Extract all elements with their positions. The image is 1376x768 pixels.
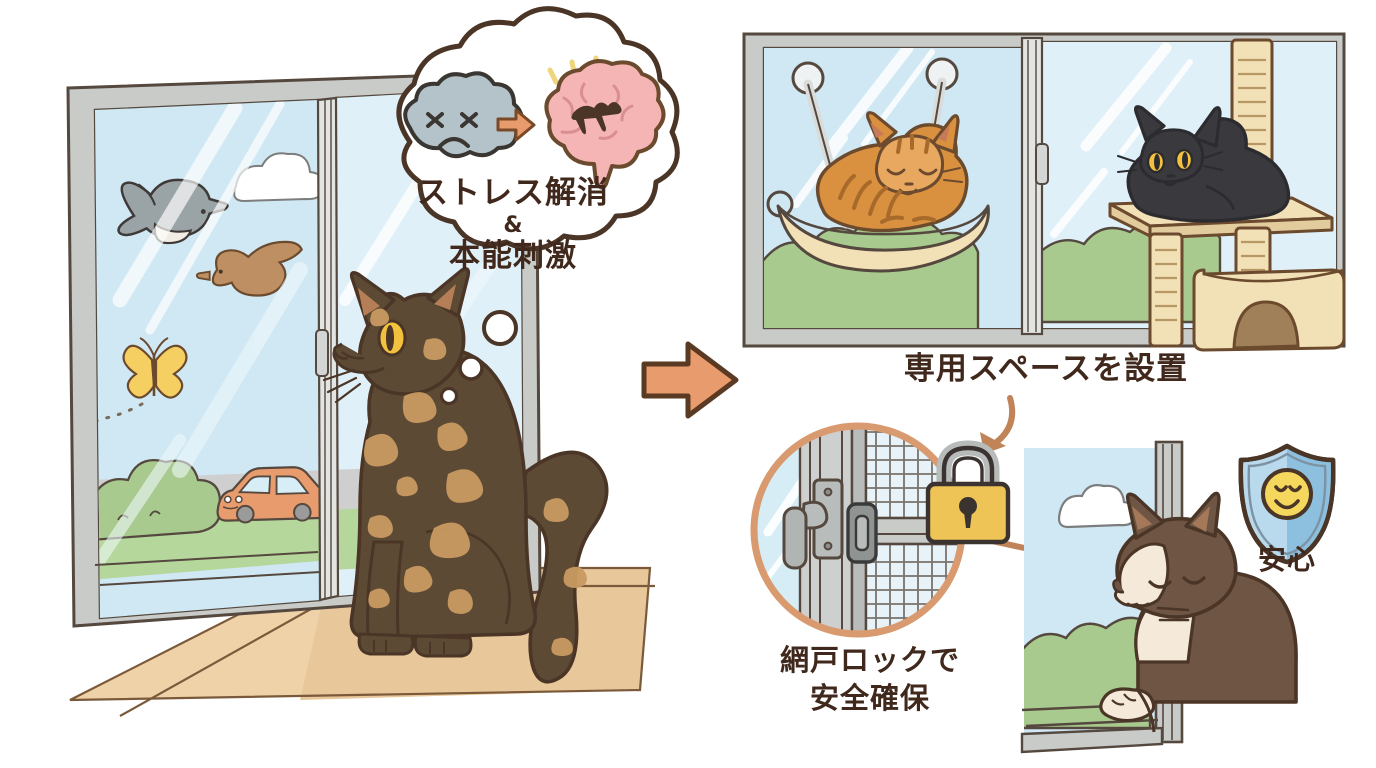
bubble-line-2: 本能刺激 — [443, 237, 583, 274]
butterfly — [122, 337, 188, 399]
cat-patches — [364, 308, 587, 656]
right-top-svg — [742, 32, 1346, 352]
sill-lines — [94, 551, 321, 586]
caption-dedicated-space-line: 専用スペースを設置 — [897, 351, 1195, 387]
padlock-svg — [925, 440, 1011, 545]
glass-light-streaks — [95, 100, 308, 566]
bubble-arrow-svg — [496, 108, 536, 142]
big-arrow-svg — [641, 341, 739, 419]
brown-white-cat — [1099, 491, 1298, 733]
stress-cloud-svg — [403, 71, 524, 159]
tortoiseshell-cat — [322, 267, 609, 684]
window-hammock — [766, 57, 990, 273]
label-anshin-line: 安心 — [1251, 543, 1323, 576]
window-middle-sash — [1020, 36, 1049, 336]
black-cat — [1117, 105, 1291, 223]
padlock-icon — [922, 440, 1014, 550]
big-arrow-right-icon — [640, 338, 740, 422]
right-top-panel — [736, 26, 1360, 356]
thought-bubble-tail — [439, 310, 518, 406]
butterfly-trail — [95, 402, 144, 434]
brown-bird — [195, 240, 303, 297]
caption-screen-lock-line2: 安全確保 — [803, 681, 937, 716]
brain-svg — [544, 55, 666, 190]
tabby-stripes — [838, 134, 936, 224]
window-sash-rail — [315, 96, 340, 602]
caption-screen-lock: 網戸ロックで 安全確保 — [756, 644, 984, 715]
bubble-line-1: ストレス解消 — [411, 175, 615, 211]
left-glass-scene — [95, 100, 320, 618]
brain-icon — [528, 55, 666, 190]
thought-bubble-text: ストレス解消 & 本能刺激 — [388, 176, 638, 273]
caption-screen-lock-line1: 網戸ロックで — [773, 643, 967, 677]
orange-tabby-cat — [815, 111, 969, 233]
label-anshin: 安心 — [1222, 544, 1352, 575]
bubble-amp: & — [503, 212, 523, 238]
cloud-left — [233, 152, 320, 203]
hammock-window-scene — [764, 48, 1026, 328]
bubble-arrow-icon — [496, 108, 536, 142]
car-outside — [216, 466, 320, 524]
caption-dedicated-space: 専用スペースを設置 — [836, 352, 1256, 387]
content-cat-window-scene — [1016, 440, 1298, 762]
content-cat-svg — [1020, 440, 1298, 754]
stress-cloud-icon — [394, 71, 524, 170]
